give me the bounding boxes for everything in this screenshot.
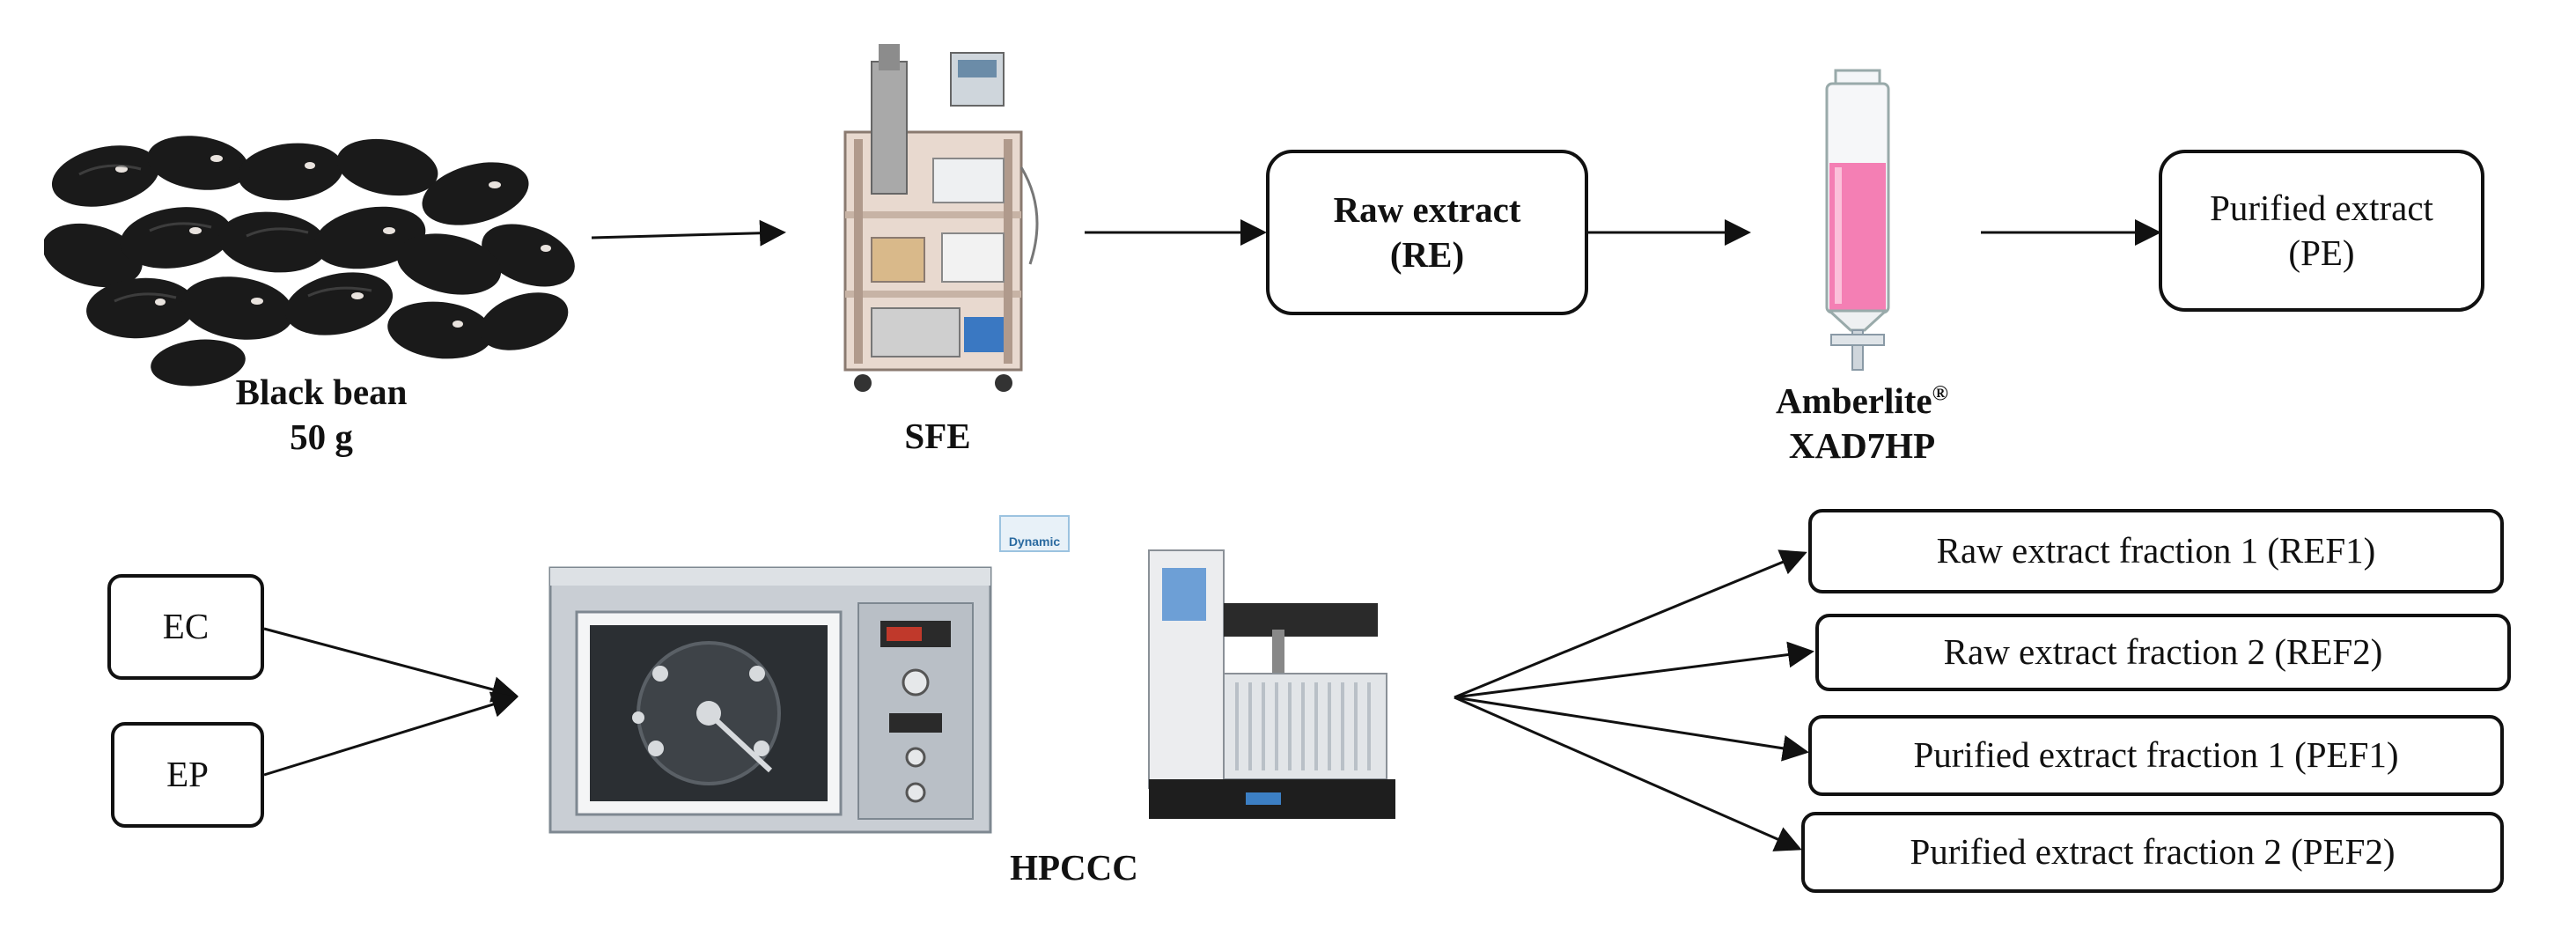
ec-node: EC — [107, 574, 264, 680]
hpccc-label: HPCCC — [1010, 847, 1138, 888]
purified-extract-node: Purified extract (PE) — [2159, 150, 2484, 312]
arrow-to-fraction-4 — [1454, 696, 1802, 851]
fraction-box-ref1: Raw extract fraction 1 (REF1) — [1808, 509, 2504, 593]
arrow-to-fraction-3 — [1454, 696, 1809, 762]
sfe-label: SFE — [904, 416, 971, 456]
arrow-ep-to-hpccc — [263, 691, 519, 777]
amberlite-label: Amberlite® XAD7HP — [1776, 380, 1948, 467]
black-bean-image — [44, 136, 575, 387]
fraction-collector-image — [1148, 549, 1395, 819]
sfe-instrument-image — [843, 44, 1039, 392]
raw-extract-node: Raw extract (RE) — [1266, 150, 1588, 315]
amberlite-column-image — [1825, 69, 1890, 371]
dynamic-logo: Dynamic — [999, 515, 1070, 552]
fraction-box-pef2: Purified extract fraction 2 (PEF2) — [1801, 812, 2504, 893]
arrow-to-fraction-1 — [1454, 549, 1807, 699]
arrow-to-fraction-2 — [1454, 641, 1814, 699]
black-bean-label: Black bean 50 g — [235, 372, 408, 458]
fraction-box-pef1: Purified extract fraction 1 (PEF1) — [1808, 715, 2504, 796]
arrow-ec-to-hpccc — [263, 627, 519, 703]
hpccc-instrument-image — [548, 566, 992, 834]
arrow-bean-to-sfe — [591, 219, 786, 247]
fraction-box-ref2: Raw extract fraction 2 (REF2) — [1815, 614, 2511, 691]
ep-node: EP — [111, 722, 264, 828]
